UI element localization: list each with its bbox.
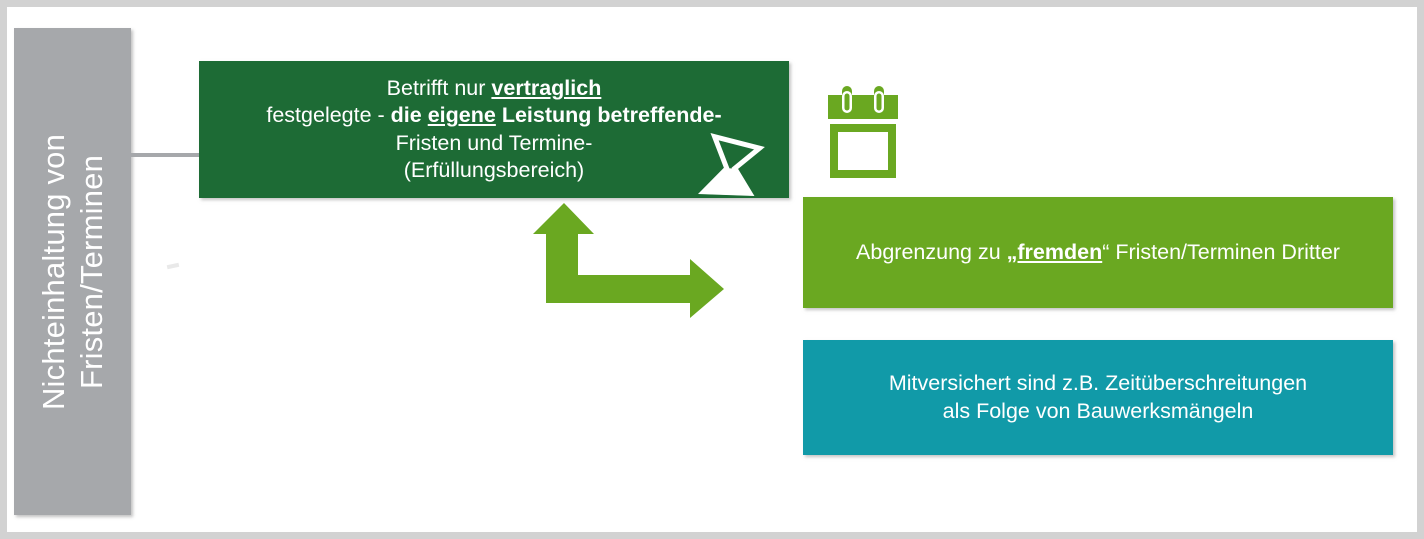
- stray-mark: [166, 262, 180, 270]
- contract-line3: Fristen und Termine-: [395, 130, 593, 155]
- category-band-label: Nichteinhaltung von Fristen/Terminen: [35, 133, 111, 409]
- contract-line1-prefix: Betrifft nur: [386, 76, 492, 101]
- covered-line2: als Folge von Bauwerksmängeln: [942, 398, 1254, 423]
- covered-delays-text: Mitversichert sind z.B. Zeitüberschreitu…: [889, 370, 1307, 424]
- third-party-deadlines-text: Abgrenzung zu „fremden“ Fristen/Terminen…: [856, 239, 1340, 266]
- band-to-box-connector: [131, 153, 200, 157]
- bent-double-arrow-icon: [528, 203, 733, 318]
- category-band-label-line1: Nichteinhaltung von: [35, 133, 71, 410]
- third-party-deadlines-box[interactable]: Abgrenzung zu „fremden“ Fristen/Terminen…: [803, 197, 1393, 308]
- contract-line2-emphasis: eigene: [427, 103, 496, 128]
- contract-deadlines-text: Betrifft nur vertraglich festgelegte - d…: [266, 75, 721, 183]
- contract-line2-bold-b: Leistung betreffende-: [495, 103, 722, 128]
- contract-line1-emphasis: vertraglich: [491, 76, 602, 101]
- hourglass-icon: [697, 133, 767, 201]
- covered-delays-box[interactable]: Mitversichert sind z.B. Zeitüberschreitu…: [803, 340, 1393, 455]
- contract-line4: (Erfüllungsbereich): [403, 157, 585, 182]
- contract-deadlines-box[interactable]: Betrifft nur vertraglich festgelegte - d…: [199, 61, 789, 198]
- contract-line2-bold-a: die: [390, 103, 428, 128]
- third-party-prefix: Abgrenzung zu: [856, 239, 1007, 264]
- calendar-icon: [828, 86, 898, 178]
- covered-line1: Mitversichert sind z.B. Zeitüberschreitu…: [888, 371, 1308, 396]
- contract-line2-prefix: festgelegte -: [266, 103, 391, 128]
- third-party-suffix: “ Fristen/Terminen Dritter: [1102, 239, 1340, 264]
- third-party-emphasis: „fremden: [1006, 239, 1103, 264]
- category-band-nichteinhaltung[interactable]: Nichteinhaltung von Fristen/Terminen: [14, 28, 131, 515]
- category-band-label-line2: Fristen/Terminen: [73, 154, 109, 389]
